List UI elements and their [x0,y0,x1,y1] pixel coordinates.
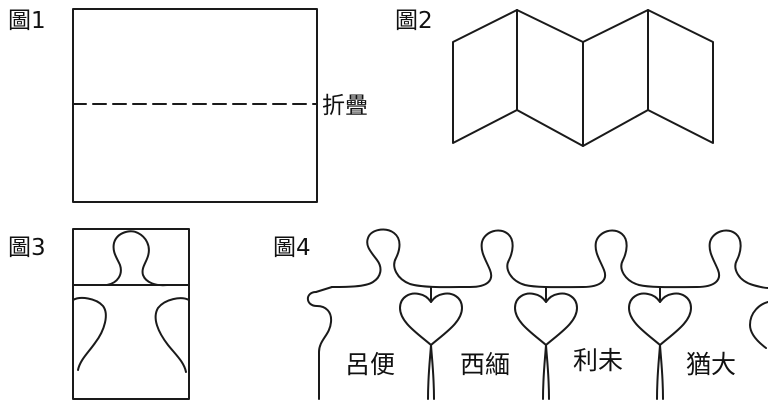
doll-name-4: 猶大 [686,350,737,379]
figure-1-label: 圖1 [8,8,46,34]
doll-name-2: 西緬 [460,350,511,379]
doll-name-1: 呂便 [345,350,396,379]
figure-2-accordion [452,9,714,147]
figure-3-cutout-pattern [72,228,190,400]
doll-name-3: 利未 [573,346,624,375]
figure-2-label: 圖2 [395,8,433,34]
figure-1-paper [72,8,318,203]
fold-label: 折疊 [322,93,368,119]
figure-4-label: 圖4 [273,235,311,261]
figure-3-label: 圖3 [8,235,46,261]
figure-4-paper-doll-chain [306,228,768,400]
